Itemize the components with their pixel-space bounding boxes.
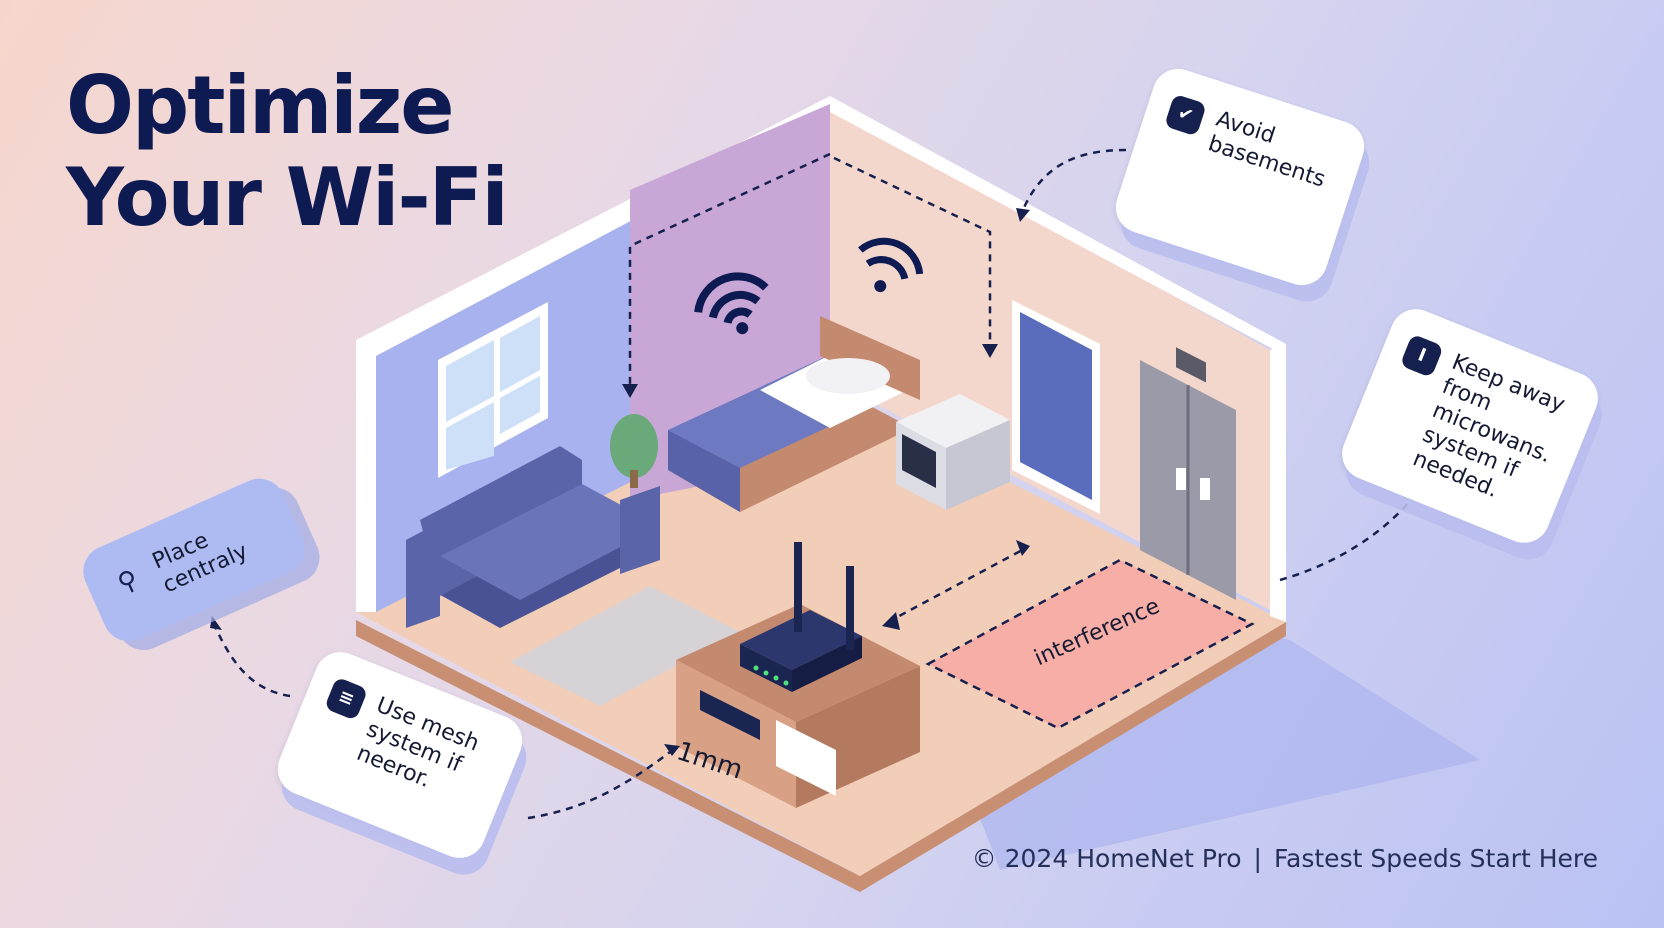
footer: © 2024 HomeNet Pro | Fastest Speeds Start … bbox=[972, 844, 1598, 873]
footer-copyright: © 2024 HomeNet Pro bbox=[971, 844, 1242, 873]
sofa bbox=[406, 446, 660, 628]
doorway bbox=[1012, 300, 1100, 514]
right-wall-edge bbox=[1270, 344, 1286, 622]
elevator bbox=[1140, 347, 1236, 600]
plant bbox=[610, 414, 658, 488]
rug bbox=[510, 586, 740, 706]
tip-text: Avoid basements bbox=[1205, 106, 1329, 193]
left-wall-edge bbox=[356, 340, 376, 612]
headline-line-2: Your Wi-Fi bbox=[66, 151, 509, 244]
bed bbox=[668, 316, 920, 512]
tip-text: Use mesh system if neeror. bbox=[353, 692, 483, 793]
right-wall-top bbox=[830, 96, 1286, 356]
microwave bbox=[896, 394, 1010, 510]
tip-text: Keep away from microwans. system if need… bbox=[1409, 349, 1569, 503]
router bbox=[740, 542, 862, 692]
info-icon: I bbox=[1399, 333, 1444, 378]
headline-line-1: Optimize bbox=[66, 59, 455, 152]
location-pin-icon: ⚲ bbox=[113, 564, 143, 600]
wifi-signal-icon-right bbox=[858, 237, 924, 293]
window bbox=[438, 302, 548, 478]
check-icon: ✔ bbox=[1164, 93, 1207, 137]
wifi-signal-icon-left bbox=[694, 272, 769, 335]
footer-tagline: Fastest Speeds Start Here bbox=[1273, 844, 1598, 873]
menu-icon: ≡ bbox=[324, 676, 369, 721]
headline: Optimize Your Wi-Fi bbox=[66, 59, 509, 244]
footer-separator: | bbox=[1253, 844, 1262, 873]
interference-zone bbox=[925, 558, 1255, 730]
